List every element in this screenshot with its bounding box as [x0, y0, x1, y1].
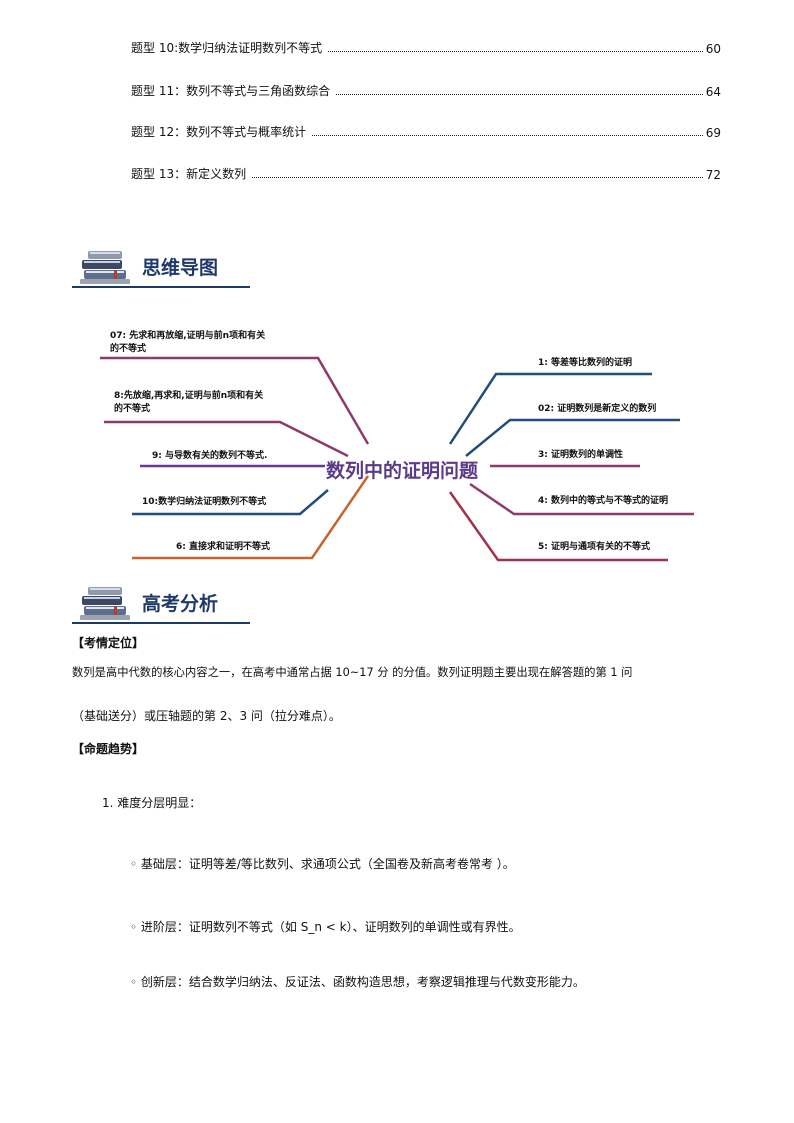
- toc-row[interactable]: 题型 10:数学归纳法证明数列不等式 60: [131, 38, 721, 56]
- mindmap-node-3: 3: 证明数列的单调性: [538, 449, 623, 462]
- mindmap-node-4: 4: 数列中的等式与不等式的证明: [538, 495, 668, 508]
- section-title: 思维导图: [142, 257, 219, 279]
- toc-leader: [252, 177, 703, 178]
- branch-line-02: [465, 418, 680, 457]
- toc-page: 69: [705, 126, 721, 140]
- toc-row[interactable]: 题型 11：数列不等式与三角函数综合 64: [131, 81, 721, 99]
- books-icon: [80, 251, 130, 284]
- node-text: 8:先放缩,再求和,证明与前n项和有关: [114, 391, 264, 401]
- toc-title: 题型 12：数列不等式与概率统计: [131, 125, 307, 139]
- mindmap-node-5: 5: 证明与通项有关的不等式: [538, 541, 650, 554]
- paragraph-line: （基础送分）或压轴题的第 2、3 问（拉分难点）。: [72, 709, 341, 723]
- section-underline: [72, 622, 250, 624]
- toc-leader: [328, 51, 703, 52]
- toc-page: 64: [705, 85, 721, 99]
- node-text: 的不等式: [110, 344, 147, 354]
- toc-title: 题型 13：新定义数列: [131, 167, 247, 181]
- section-heading-analysis: 高考分析: [72, 584, 250, 624]
- mindmap-center: 数列中的证明问题: [326, 460, 479, 482]
- section-title: 高考分析: [142, 593, 219, 615]
- mindmap-node-6: 6: 直接求和证明不等式: [176, 541, 270, 554]
- toc-row[interactable]: 题型 12：数列不等式与概率统计 69: [131, 122, 721, 140]
- mindmap-node-8: 8:先放缩,再求和,证明与前n项和有关 的不等式: [114, 390, 263, 416]
- paragraph-line: 数列是高中代数的核心内容之一，在高考中通常占据 10~17 分 的分值。数列证明…: [72, 666, 633, 679]
- node-text: 5: 证明与通项有关的不等式: [538, 542, 650, 552]
- toc-row[interactable]: 题型 13：新定义数列 72: [131, 164, 721, 182]
- list-item: 1. 难度分层明显：: [102, 796, 202, 810]
- branch-line-1: [448, 372, 652, 445]
- branch-line-10: [132, 489, 329, 516]
- toc-title: 题型 10:数学归纳法证明数列不等式: [131, 41, 323, 55]
- bullet-item: ◦ 创新层：结合数学归纳法、反证法、函数构造思想，考察逻辑推理与代数变形能力。: [130, 975, 585, 989]
- books-icon: [80, 587, 130, 620]
- branch-line-8: [104, 420, 349, 458]
- toc-page: 72: [705, 168, 721, 182]
- node-text: 07: 先求和再放缩,证明与前n项和有关: [110, 331, 266, 341]
- node-text: 10:数学归纳法证明数列不等式: [142, 497, 267, 507]
- bullet-item: ◦ 基础层：证明等差/等比数列、求通项公式（全国卷及新高考卷常考 ）。: [130, 857, 515, 871]
- mindmap-node-02: 02: 证明数列是新定义的数列: [538, 403, 656, 416]
- section-underline: [72, 286, 250, 288]
- section-heading-mindmap: 思维导图: [72, 248, 250, 288]
- node-text: 的不等式: [114, 404, 151, 414]
- mindmap-lines: [100, 356, 694, 562]
- branch-line-4: [469, 482, 694, 516]
- heading-exam-position: 【考情定位】: [72, 636, 145, 650]
- branch-line-5: [448, 491, 668, 562]
- node-text: 6: 直接求和证明不等式: [176, 542, 270, 552]
- toc-leader: [312, 135, 703, 136]
- branch-line-07: [100, 356, 370, 445]
- node-text: 02: 证明数列是新定义的数列: [538, 404, 657, 414]
- mindmap-node-9: 9: 与导数有关的数列不等式.: [152, 450, 267, 463]
- node-text: 1: 等差等比数列的证明: [538, 358, 632, 368]
- mindmap-node-10: 10:数学归纳法证明数列不等式: [142, 496, 266, 509]
- toc-leader: [336, 94, 703, 95]
- toc-title: 题型 11：数列不等式与三角函数综合: [131, 84, 331, 98]
- bullet-item: ◦ 进阶层：证明数列不等式（如 S_n < k）、证明数列的单调性或有界性。: [130, 920, 521, 934]
- heading-trend: 【命题趋势】: [72, 742, 145, 756]
- node-text: 9: 与导数有关的数列不等式.: [152, 451, 268, 461]
- mindmap-node-1: 1: 等差等比数列的证明: [538, 357, 632, 370]
- toc-page: 60: [705, 42, 721, 56]
- branch-line-6: [132, 475, 370, 560]
- node-text: 4: 数列中的等式与不等式的证明: [538, 496, 668, 506]
- node-text: 3: 证明数列的单调性: [538, 450, 623, 460]
- mindmap-node-07: 07: 先求和再放缩,证明与前n项和有关 的不等式: [110, 330, 265, 356]
